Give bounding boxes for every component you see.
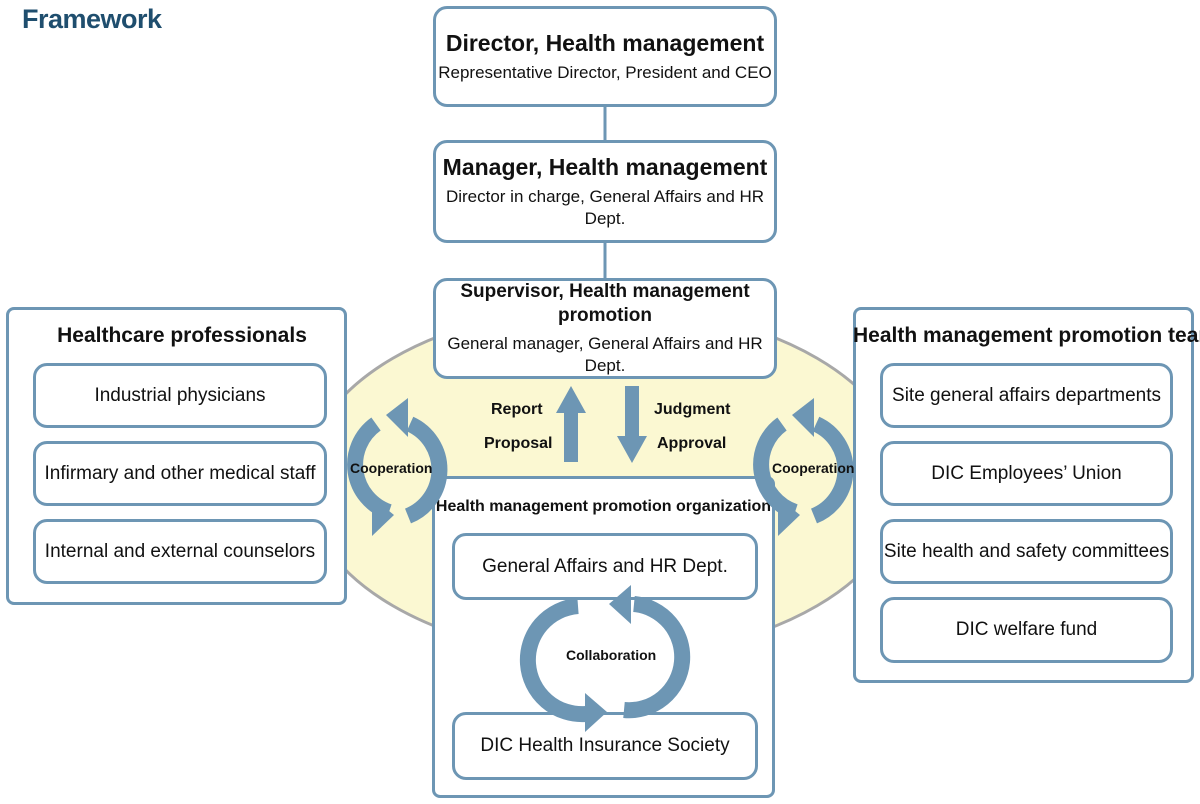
manager-box: Manager, Health management Director in c…: [433, 140, 777, 243]
director-subtitle: Representative Director, President and C…: [438, 63, 772, 82]
left-panel-item: Industrial physicians: [33, 363, 327, 428]
right-panel-item: DIC welfare fund: [880, 597, 1173, 663]
right-panel-item: DIC Employees’ Union: [880, 441, 1173, 506]
right-panel-item: Site general affairs departments: [880, 363, 1173, 428]
left-cycle-arrowhead-bottom: [372, 497, 394, 536]
report-up-arrow: [556, 386, 586, 462]
collab-arrowhead-top: [609, 585, 631, 624]
supervisor-box: Supervisor, Health management promotion …: [433, 278, 777, 379]
page-title: Framework: [22, 4, 162, 34]
left-panel-item: Infirmary and other medical staff: [33, 441, 327, 506]
flow-label-proposal: Proposal: [484, 435, 553, 452]
supervisor-subtitle: General manager, General Affairs and HR …: [447, 334, 763, 375]
flow-label-approval: Approval: [657, 435, 727, 452]
collaboration-cycle: [519, 596, 691, 723]
collab-arrowhead-bottom: [585, 693, 607, 732]
director-box: Director, Health management Representati…: [433, 6, 777, 107]
supervisor-title: Supervisor, Health management promotion: [460, 281, 750, 326]
right-panel-item: Site health and safety committees: [880, 519, 1173, 584]
director-title: Director, Health management: [445, 30, 765, 56]
org-bottom-box: DIC Health Insurance Society: [452, 712, 758, 780]
right-panel-title: Health management promotion team: [853, 324, 1200, 347]
manager-title: Manager, Health management: [442, 154, 768, 180]
flow-label-judgment: Judgment: [654, 401, 731, 418]
right-cycle-label: Cooperation: [772, 460, 855, 476]
manager-subtitle: Director in charge, General Affairs and …: [445, 187, 765, 228]
left-panel-item: Internal and external counselors: [33, 519, 327, 584]
organization-title: Health management promotion organization: [435, 498, 772, 515]
left-cycle-arrowhead-top: [386, 398, 408, 437]
flow-label-report: Report: [491, 401, 543, 418]
judgment-down-arrow: [617, 386, 647, 463]
right-cycle-arrowhead-top: [792, 398, 814, 437]
left-panel-title: Healthcare professionals: [57, 324, 307, 347]
right-cycle-arrowhead-bottom: [778, 497, 800, 536]
collaboration-label: Collaboration: [566, 647, 657, 663]
left-cycle-label: Cooperation: [350, 460, 433, 476]
org-top-box: General Affairs and HR Dept.: [452, 533, 758, 600]
